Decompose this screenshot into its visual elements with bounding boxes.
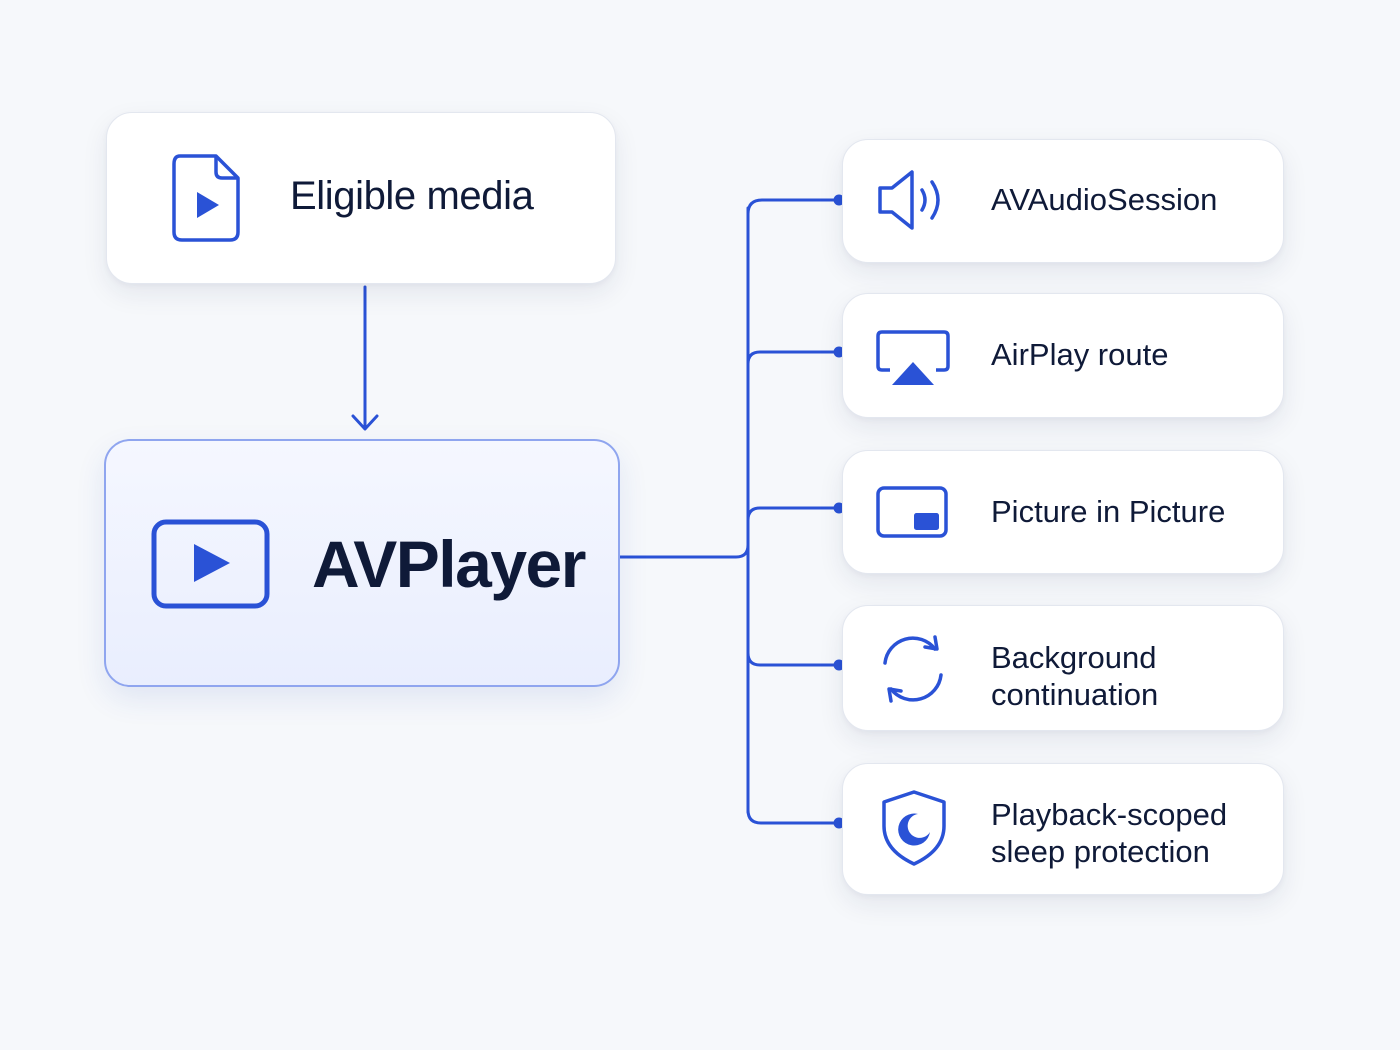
branch-audio-session [746, 198, 840, 216]
eligible-media-card [106, 112, 616, 284]
picture-in-picture-label: Picture in Picture [991, 493, 1225, 530]
airplay-label: AirPlay route [991, 336, 1168, 373]
avplayer-card [104, 439, 620, 687]
airplay-icon [876, 330, 950, 385]
background-continuation-label: Background continuation [991, 639, 1158, 713]
background-continuation-label-line-1: Background [991, 640, 1157, 675]
media-file-icon [172, 154, 240, 242]
airplay-card [842, 293, 1284, 418]
branch-background [746, 651, 840, 667]
eligible-media-label: Eligible media [290, 174, 534, 218]
sleep-protection-label-line-1: Playback-scoped [991, 797, 1228, 832]
audio-session-card [842, 139, 1284, 263]
airplay-label-line-1: AirPlay route [991, 337, 1169, 372]
sleep-protection-card [842, 763, 1284, 895]
picture-in-picture-label-line-1: Picture in Picture [991, 494, 1226, 529]
audio-session-label-line-1: AVAudioSession [991, 182, 1218, 217]
shield-moon-icon [882, 790, 946, 866]
background-continuation-card [842, 605, 1284, 731]
avplayer-label: AVPlayer [312, 527, 586, 601]
branch-airplay [746, 350, 840, 366]
speaker-icon [878, 170, 940, 230]
branch-sleep-protection [746, 808, 840, 825]
sleep-protection-label-line-2: sleep protection [991, 834, 1210, 869]
play-icon [151, 519, 270, 609]
background-continuation-label-line-2: continuation [991, 677, 1159, 712]
media-to-player-arrowhead [351, 414, 379, 431]
branch-picture-in-picture [746, 506, 840, 522]
player-connector [618, 543, 750, 559]
refresh-icon [883, 635, 943, 703]
audio-session-label: AVAudioSession [991, 181, 1217, 218]
sleep-protection-label: Playback-scoped sleep protection [991, 796, 1227, 870]
picture-in-picture-icon [876, 486, 948, 538]
picture-in-picture-card [842, 450, 1284, 574]
